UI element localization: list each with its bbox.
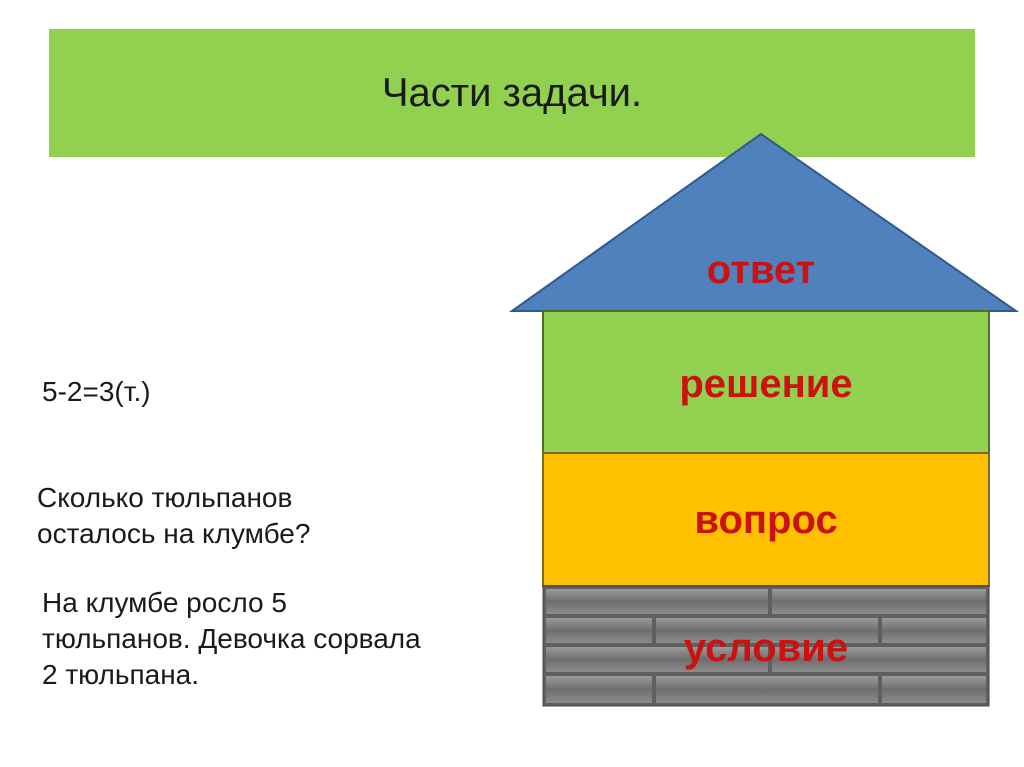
- label-answer: ответ: [661, 248, 861, 293]
- label-condition: условие: [616, 626, 916, 671]
- label-solution: решение: [616, 362, 916, 407]
- label-question: вопрос: [616, 498, 916, 543]
